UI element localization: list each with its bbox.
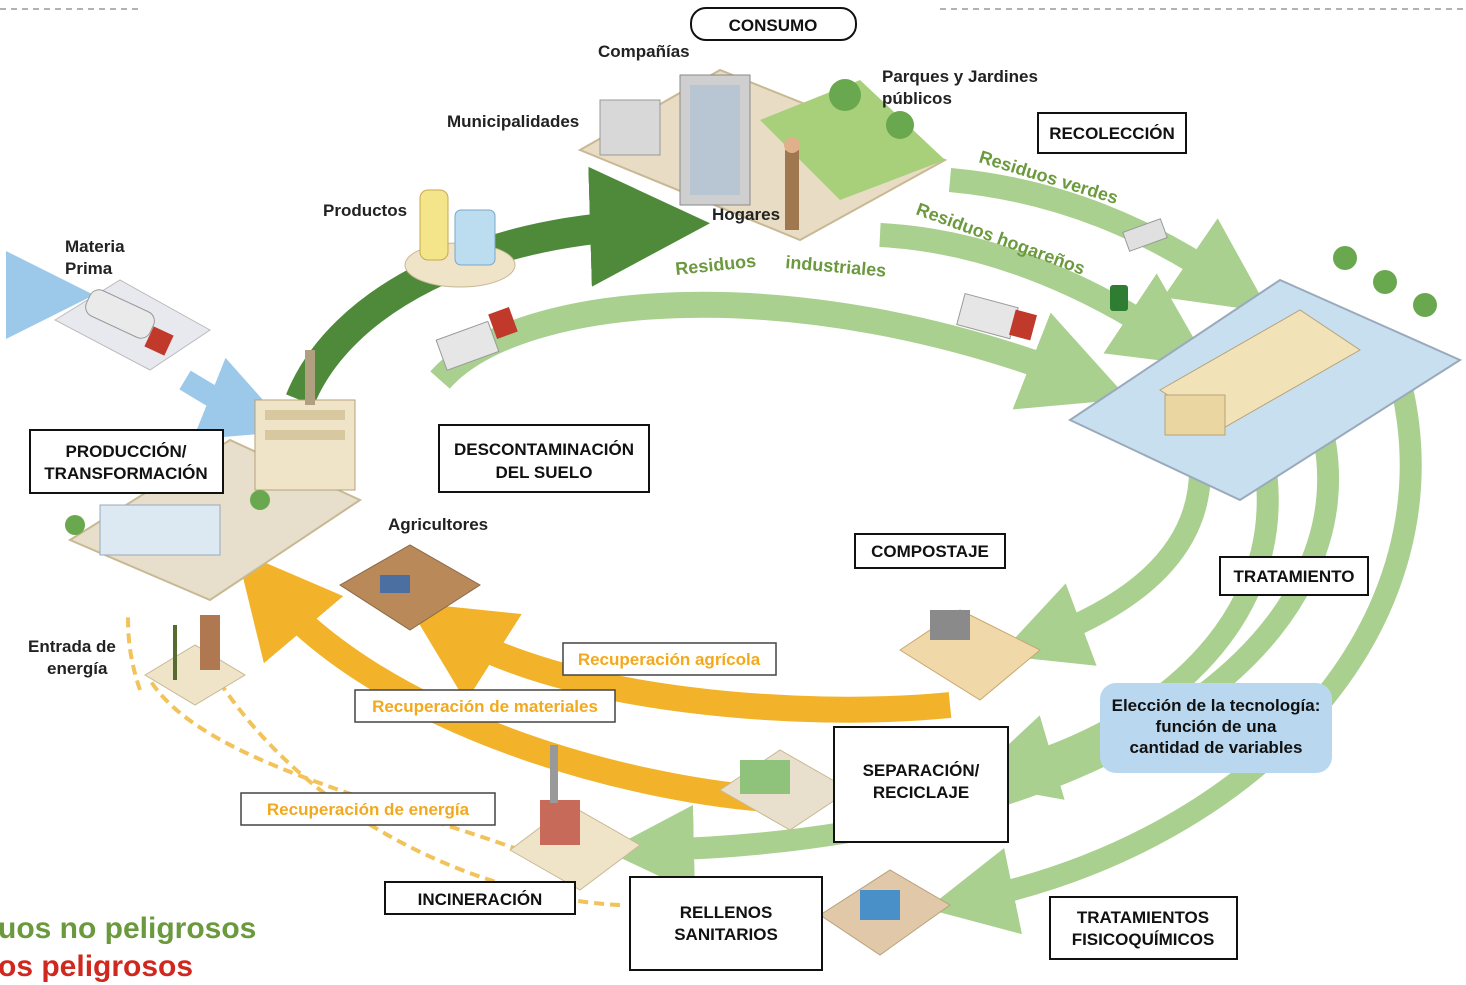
productos-label: Productos [323, 201, 407, 220]
legend-peligrosos: os peligrosos [0, 950, 193, 983]
entrada-energia-label-line2: energía [47, 659, 108, 678]
energy-entry-illustration [144, 615, 246, 706]
materia-prima-label-line1: Materia [65, 237, 125, 256]
arrow-energia-entrada [126, 614, 142, 691]
incineration-illustration [509, 745, 641, 891]
separacion-label-line2: RECICLAJE [873, 783, 969, 802]
municipalidades-label: Municipalidades [447, 112, 579, 131]
arrow-residuos-verdes [948, 168, 1270, 313]
arrow-to-compostaje [998, 469, 1211, 666]
produccion-box [29, 429, 224, 494]
residuos-label: Residuos [674, 251, 757, 279]
industrial-truck-left [435, 307, 518, 371]
recoleccion-label: RECOLECCIÓN [1049, 124, 1175, 143]
arrow-to-separacion [967, 437, 1279, 800]
parques-label-line2: públicos [882, 89, 952, 108]
arrow-residuos-hogarenos [879, 223, 1210, 367]
industriales-label: industriales [785, 252, 887, 281]
waste-bin-icon [1110, 285, 1128, 311]
tratamiento-label: TRATAMIENTO [1234, 567, 1355, 586]
separacion-box [833, 726, 1009, 843]
descontaminacion-label-line1: DESCONTAMINACIÓN [454, 440, 634, 459]
consumption-city-illustration [577, 68, 948, 242]
parques-label-line1: Parques y Jardines [882, 67, 1038, 86]
consumo-label: CONSUMO [729, 16, 818, 35]
agriculture-illustration [339, 544, 481, 631]
separacion-label-line1: SEPARACIÓN/ [863, 761, 980, 780]
rellenos-label-line1: RELLENOS [680, 903, 773, 922]
recuperacion-energia-label: Recuperación de energía [267, 800, 470, 819]
tecnologia-line3: cantidad de variables [1130, 738, 1303, 757]
consumo-box [690, 7, 857, 41]
rellenos-label-line2: SANITARIOS [674, 925, 778, 944]
arrow-recuperacion-materiales [236, 550, 781, 813]
recuperacion-energia-box [240, 792, 496, 826]
tecnologia-callout [1100, 683, 1332, 773]
materia-prima-truck-illustration [53, 279, 211, 371]
produccion-label-line1: PRODUCCIÓN/ [66, 442, 187, 461]
recuperacion-materiales-box [354, 689, 616, 723]
incineracion-box [384, 881, 576, 915]
recuperacion-agricola-label: Recuperación agrícola [578, 650, 761, 669]
tecnologia-line1: Elección de la tecnología: [1112, 696, 1321, 715]
materia-prima-label-line2: Prima [65, 259, 113, 278]
landfill-illustration [819, 869, 951, 956]
fisicoquimicos-label-line2: FISICOQUÍMICOS [1072, 930, 1215, 949]
recuperacion-agricola-box [562, 642, 777, 676]
descontaminacion-box [438, 424, 650, 493]
tratamiento-box [1219, 556, 1369, 596]
compostaje-box [854, 533, 1006, 569]
entrada-energia-label-line1: Entrada de [28, 637, 116, 656]
recuperacion-materiales-label: Recuperación de materiales [372, 697, 598, 716]
fisicoquimicos-box [1049, 896, 1238, 960]
arrow-materia-to-factory [179, 357, 291, 440]
recycling-illustration [719, 749, 851, 831]
legend-no-peligrosos: uos no peligrosos [0, 912, 256, 945]
produccion-label-line2: TRANSFORMACIÓN [44, 464, 207, 483]
tecnologia-line2: función de una [1156, 717, 1277, 736]
compostaje-label: COMPOSTAJE [871, 542, 989, 561]
industrial-truck-right [956, 292, 1037, 341]
compost-illustration [899, 609, 1041, 701]
arrow-recuperacion-agricola [406, 602, 952, 723]
companias-label: Compañías [598, 42, 690, 61]
products-illustration [404, 189, 516, 288]
agricultores-label: Agricultores [388, 515, 488, 534]
incineracion-label: INCINERACIÓN [418, 890, 543, 909]
green-waste-truck [1122, 218, 1168, 252]
factory-illustration [65, 350, 363, 602]
recoleccion-box [1037, 112, 1187, 154]
treatment-plant-illustration [1067, 246, 1463, 502]
fisicoquimicos-label-line1: TRATAMIENTOS [1077, 908, 1209, 927]
hogares-label: Hogares [712, 205, 780, 224]
arrow-recuperacion-energia-2 [148, 678, 521, 852]
descontaminacion-label-line2: DEL SUELO [496, 463, 593, 482]
rellenos-box [629, 876, 823, 971]
